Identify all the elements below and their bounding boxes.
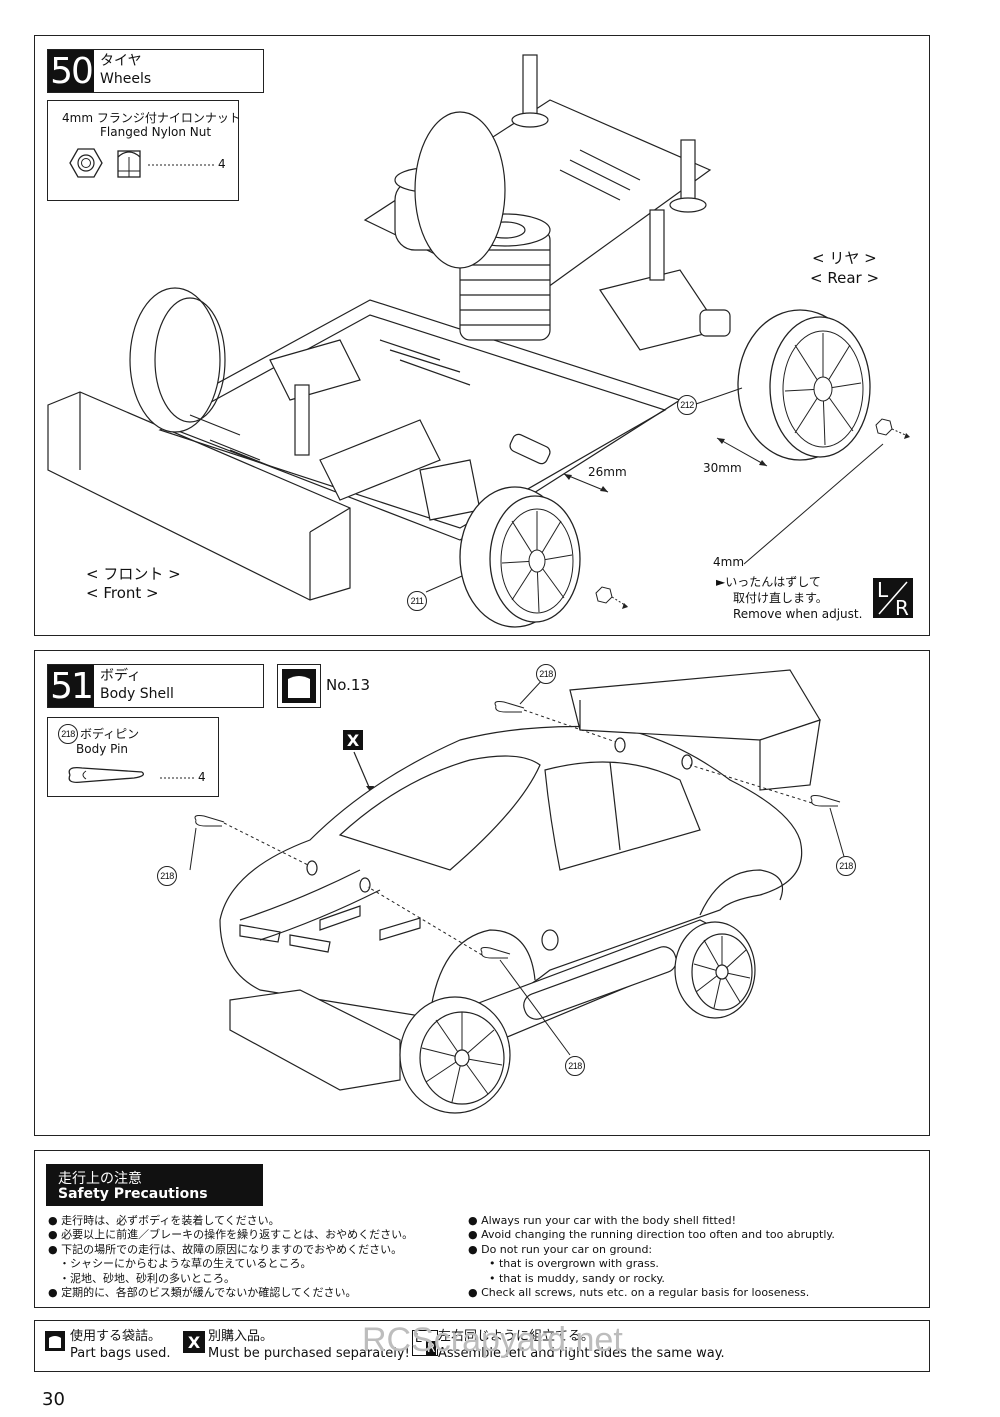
callout-218-bottom: 218	[565, 1056, 585, 1076]
x-mark-icon: X	[343, 730, 363, 750]
page-number: 30	[42, 1389, 65, 1410]
part-number: 218	[58, 724, 78, 744]
bag-icon	[45, 1331, 65, 1351]
step-50-title: 50 タイヤ Wheels	[47, 49, 264, 93]
leader-212	[695, 387, 743, 405]
callout-218-left: 218	[157, 866, 177, 886]
safety-item: ● 下記の場所での走行は、故障の原因になりますのでおやめください。	[48, 1242, 403, 1256]
step-title-jp: タイヤ	[100, 53, 142, 69]
step-51-title: 51 ボディ Body Shell	[47, 664, 264, 708]
step-title-jp: ボディ	[100, 668, 142, 684]
front-label-en: < Front >	[86, 584, 159, 602]
callout-218-right: 218	[836, 856, 856, 876]
safety-item: ・シャシーにからむような草の生えているところ。	[48, 1257, 312, 1271]
safety-item: ● 走行時は、必ずボディを装着してください。	[48, 1214, 280, 1227]
safety-list-jp: ● 走行時は、必ずボディを装着してください。 ● 必要以上に前進／ブレーキの操作…	[48, 1214, 413, 1300]
step-number: 50	[48, 50, 94, 92]
callout-218-top: 218	[536, 664, 556, 684]
legend-lr-jp: 左右同じように組立てる。	[438, 1329, 595, 1344]
legend-bag: 使用する袋詰。 Part bags used.	[70, 1328, 171, 1362]
bag-number: No.13	[326, 676, 370, 694]
legend-bag-jp: 使用する袋詰。	[70, 1329, 162, 1344]
dim-30mm	[716, 437, 768, 467]
nut-size-label: 4mm	[713, 555, 745, 569]
nylon-nut-icon	[69, 148, 141, 178]
step-number: 51	[48, 665, 94, 707]
rear-label-jp: < リヤ >	[812, 249, 877, 267]
note-en: Remove when adjust.	[733, 607, 863, 621]
part-qty: 4	[198, 770, 206, 784]
part-name-jp: ボディピン	[80, 727, 140, 741]
car-body-drawing	[189, 669, 846, 1114]
safety-item: ● Always run your car with the body shel…	[468, 1214, 737, 1227]
leader-211	[425, 575, 463, 593]
part-box-nylon-nut: 4mm フランジ付ナイロンナット Flanged Nylon Nut 4	[47, 100, 241, 201]
safety-item: ● Check all screws, nuts etc. on a regul…	[468, 1286, 810, 1300]
legend-x-en: Must be purchased separately!	[208, 1346, 410, 1361]
safety-item: ● Do not run your car on ground:	[468, 1242, 653, 1256]
step-title-en: Wheels	[100, 71, 152, 87]
legend-lr: 左右同じように組立てる。 Assemble left and right sid…	[438, 1328, 725, 1362]
legend-x-jp: 別購入品。	[208, 1329, 274, 1344]
x-mark-icon: X	[183, 1331, 205, 1353]
note-jp-1: ►いったんはずして	[716, 575, 821, 589]
safety-item: ● 定期的に、各部のビス類が緩んでないか確認してください。	[48, 1286, 357, 1300]
chassis-drawing	[47, 54, 731, 601]
rear-label-en: < Rear >	[810, 269, 880, 287]
safety-item: ● Avoid changing the running direction t…	[468, 1228, 835, 1242]
note-jp-2: 取付け直します。	[733, 591, 828, 605]
qty-leader	[160, 777, 194, 779]
part-name-en: Flanged Nylon Nut	[100, 125, 212, 139]
dim-rear: 30mm	[703, 461, 742, 475]
dim-front: 26mm	[588, 465, 627, 479]
left-right-icon: L R	[412, 1330, 438, 1356]
safety-item: • that is overgrown with grass.	[468, 1257, 659, 1271]
step-title-en: Body Shell	[100, 686, 174, 702]
left-right-icon: L R	[873, 578, 913, 620]
safety-list-en: ● Always run your car with the body shel…	[468, 1214, 835, 1300]
front-wheel	[459, 486, 581, 628]
part-box-body-pin: 218 ボディピン Body Pin 4	[47, 717, 219, 797]
bag-icon	[282, 669, 316, 703]
front-label-jp: < フロント >	[86, 565, 181, 583]
safety-header: 走行上の注意 Safety Precautions	[46, 1164, 263, 1206]
watermark: RCScrapyard.net	[362, 1321, 623, 1359]
safety-item: ● 必要以上に前進／ブレーキの操作を繰り返すことは、おやめください。	[48, 1228, 414, 1242]
safety-title-en: Safety Precautions	[58, 1186, 208, 1202]
safety-item: ・泥地、砂地、砂利の多いところ。	[48, 1271, 235, 1285]
bag-box	[277, 664, 321, 708]
qty-leader	[148, 164, 216, 166]
safety-item: • that is muddy, sandy or rocky.	[468, 1271, 665, 1285]
part-name-jp: 4mm フランジ付ナイロンナット	[62, 111, 241, 125]
legend-lr-en: Assemble left and right sides the same w…	[438, 1346, 725, 1361]
part-qty: 4	[218, 157, 226, 171]
safety-title-jp: 走行上の注意	[58, 1171, 142, 1187]
body-pin-icon	[68, 767, 145, 783]
part-number-212: 212	[677, 395, 697, 415]
part-number-211: 211	[407, 591, 427, 611]
rear-nut-arrow	[875, 418, 911, 439]
legend-bag-en: Part bags used.	[70, 1346, 171, 1361]
dim-26mm	[563, 473, 609, 493]
legend-x: 別購入品。 Must be purchased separately!	[208, 1328, 410, 1362]
rear-wheel	[737, 309, 871, 461]
nut-leader	[743, 443, 884, 565]
front-nut-arrow	[595, 586, 629, 609]
part-name-en: Body Pin	[76, 742, 129, 756]
